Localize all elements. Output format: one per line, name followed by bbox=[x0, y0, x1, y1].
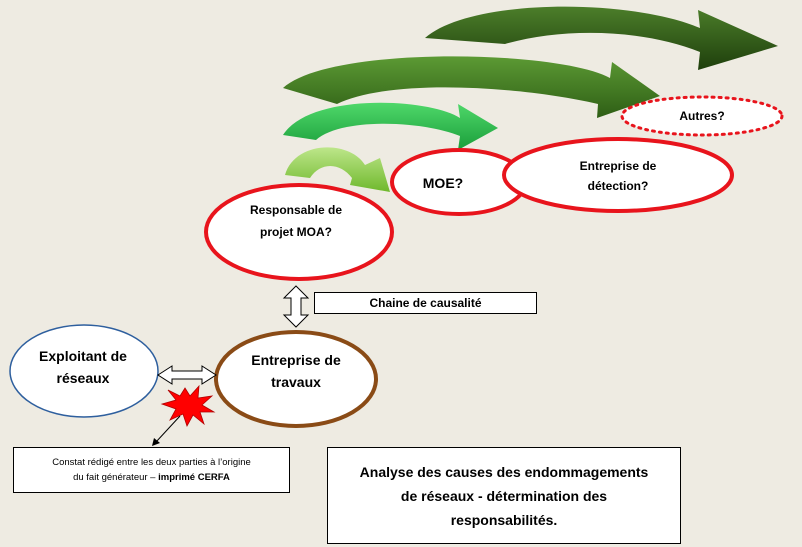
responsable-moa-label: Responsable de projet MOA? bbox=[225, 196, 367, 246]
entreprise-detection-line1: Entreprise de bbox=[579, 159, 657, 173]
constat-line2-bold: imprimé CERFA bbox=[158, 472, 230, 483]
entreprise-travaux-line1: Entreprise de bbox=[251, 352, 341, 368]
constat-box: Constat rédigé entre les deux parties à … bbox=[13, 447, 290, 493]
analyse-line1: Analyse des causes des endommagements bbox=[359, 463, 649, 480]
autres-label: Autres? bbox=[652, 106, 752, 126]
exploitant-label: Exploitant de réseaux bbox=[18, 344, 148, 390]
entreprise-travaux-line2: travaux bbox=[271, 374, 321, 390]
curved-arrow-3 bbox=[283, 102, 498, 150]
constat-line2: du fait générateur – imprimé CERFA bbox=[73, 470, 230, 485]
entreprise-travaux-label: Entreprise de travaux bbox=[226, 346, 366, 396]
constat-line1: Constat rédigé entre les deux parties à … bbox=[52, 457, 251, 468]
entreprise-detection-line2: détection? bbox=[587, 179, 649, 193]
analyse-line2: de réseaux - détermination des bbox=[400, 487, 608, 504]
curved-arrow-4 bbox=[285, 147, 390, 192]
chaine-causalite-text: Chaine de causalité bbox=[369, 296, 482, 310]
entreprise-detection-label: Entreprise de détection? bbox=[548, 154, 688, 198]
exploitant-line1: Exploitant de bbox=[39, 348, 127, 364]
responsable-moa-ellipse bbox=[204, 183, 394, 281]
moe-text: MOE? bbox=[422, 175, 464, 191]
responsable-line2: projet MOA? bbox=[260, 225, 332, 239]
moe-label: MOE? bbox=[408, 172, 478, 194]
entreprise-detection-ellipse bbox=[502, 137, 734, 213]
vertical-double-arrow bbox=[282, 285, 310, 328]
constat-pointer bbox=[155, 415, 181, 443]
responsable-line1: Responsable de bbox=[249, 203, 343, 217]
damage-burst bbox=[160, 384, 216, 427]
horizontal-double-arrow bbox=[157, 365, 217, 385]
exploitant-ellipse bbox=[9, 324, 159, 418]
analyse-box: Analyse des causes des endommagements de… bbox=[327, 447, 681, 544]
entreprise-travaux-ellipse bbox=[214, 330, 378, 428]
chaine-causalite-box: Chaine de causalité bbox=[314, 292, 537, 314]
autres-text: Autres? bbox=[679, 109, 725, 123]
constat-pointer-head bbox=[152, 438, 160, 446]
analyse-line3: responsabilités. bbox=[450, 511, 558, 528]
constat-line2-normal: du fait générateur – bbox=[73, 472, 159, 483]
autres-ellipse bbox=[620, 95, 784, 137]
exploitant-line2: réseaux bbox=[56, 370, 110, 386]
curved-arrow-1 bbox=[425, 6, 778, 70]
curved-arrow-2 bbox=[283, 56, 660, 118]
